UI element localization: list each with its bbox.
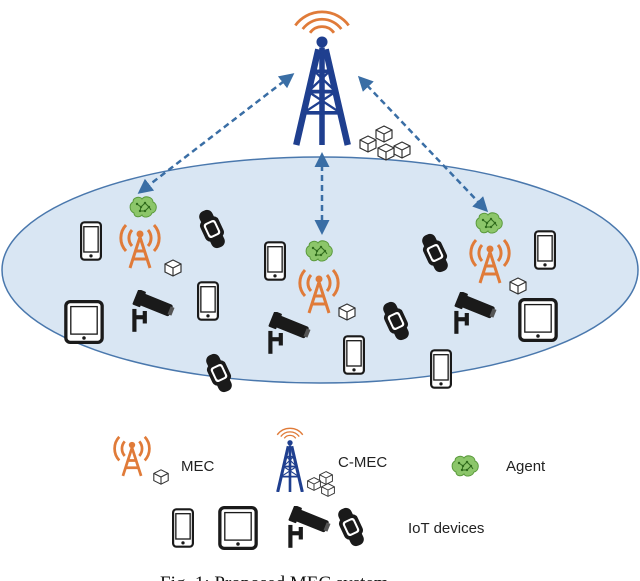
- legend-tablet-icon: [218, 506, 258, 550]
- cache-cube-icon: [338, 303, 356, 321]
- figure-caption: Fig. 1: Proposed MEC system: [160, 573, 389, 581]
- cmec-tower-icon: [295, 12, 348, 145]
- legend: MEC C-MEC Agent IoT devices: [113, 426, 546, 550]
- smartphone-icon: [264, 241, 286, 281]
- legend-iot-label: IoT devices: [408, 520, 484, 537]
- legend-cmec-icon: [275, 426, 305, 492]
- link-arrow-left: [137, 73, 295, 194]
- legend-mec-icon: [113, 435, 151, 478]
- legend-cache-cube-icon: [319, 471, 333, 485]
- coverage-area-ellipse: [1, 156, 639, 384]
- legend-cmec-label: C-MEC: [338, 454, 387, 471]
- legend-agent-icon: [451, 455, 479, 477]
- legend-smartphone-icon: [172, 508, 194, 548]
- smartphone-icon: [430, 349, 452, 389]
- link-arrow-right: [357, 75, 489, 213]
- legend-agent-label: Agent: [506, 458, 546, 475]
- legend-cache-cube-icon: [153, 469, 169, 485]
- smartphone-icon: [534, 230, 556, 270]
- legend-cache-cube-icon: [321, 483, 335, 497]
- smartphone-icon: [80, 221, 102, 261]
- cache-cube-icon: [164, 259, 182, 277]
- legend-cctv-camera-icon: [288, 506, 332, 548]
- tablet-icon: [64, 300, 104, 344]
- legend-mec-label: MEC: [181, 458, 215, 475]
- smartphone-icon: [197, 281, 219, 321]
- legend-smartwatch-icon: [336, 506, 366, 548]
- smartphone-icon: [343, 335, 365, 375]
- tablet-icon: [518, 298, 558, 342]
- legend-cache-cube-icon: [307, 477, 321, 491]
- cache-cube-icon: [509, 277, 527, 295]
- cache-cubes-icon: [359, 125, 411, 161]
